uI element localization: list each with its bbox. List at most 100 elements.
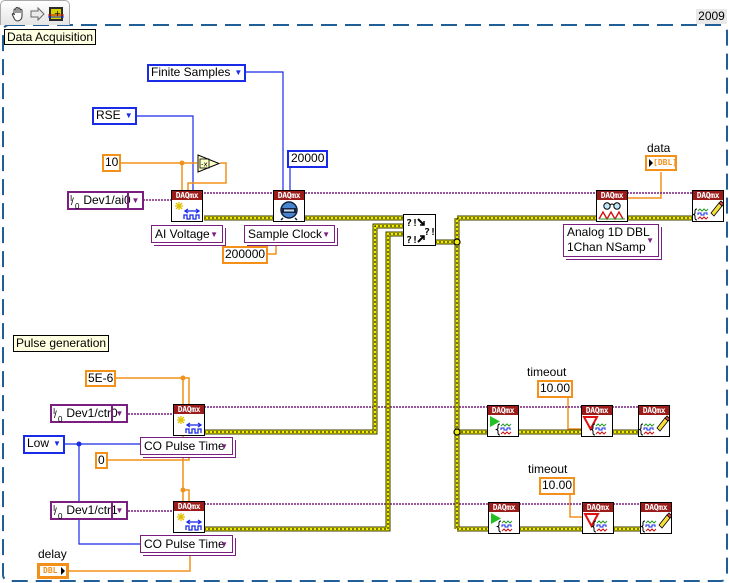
section-label-data-acquisition: Data Acquisition (4, 29, 97, 45)
dropdown-arrow-icon[interactable]: ▼ (322, 230, 330, 239)
wire-sample-mode (240, 71, 284, 190)
wire-idle-state-ctr1 (78, 444, 140, 545)
start-play-icon (489, 512, 519, 533)
daqmx-wait-until-done-ctr1[interactable]: DAQmx (582, 502, 614, 534)
wait-yield-icon (583, 512, 613, 533)
clock-icon (274, 200, 304, 221)
arrow-icon[interactable] (30, 6, 46, 22)
wire-timeout-ctr1 (569, 495, 582, 518)
timing-type-value: Sample Clock (248, 227, 323, 241)
daqmx-timing[interactable]: DAQmx (273, 190, 305, 222)
wire-junction (76, 441, 82, 447)
data-indicator-label: data (647, 141, 671, 155)
daqmx-clear-task-ctr0[interactable]: DAQmx (638, 405, 670, 437)
create-channel-icon (174, 414, 204, 435)
node-header: DAQmx (597, 191, 627, 200)
node-header: DAQmx (274, 191, 304, 200)
read-mode-ring[interactable]: Analog 1D DBL 1Chan NSamp ▼ (563, 224, 659, 257)
highlight-execution-icon[interactable]: + (48, 6, 64, 22)
timing-type-ring[interactable]: Sample Clock▼ (244, 225, 335, 243)
toolbar-tab: + (0, 0, 70, 25)
daqmx-create-channel-ai[interactable]: DAQmx (171, 190, 203, 222)
node-header: DAQmx (488, 406, 518, 415)
idle-state-enum[interactable]: Low▼ (23, 435, 65, 454)
dropdown-arrow-icon[interactable]: ▼ (646, 236, 654, 245)
dropdown-arrow-icon[interactable]: ▼ (53, 439, 61, 448)
dropdown-arrow-icon[interactable]: ▼ (234, 68, 243, 77)
clear-eraser-icon (639, 415, 669, 436)
daqmx-clear-task-ctr1[interactable]: DAQmx (640, 502, 672, 534)
svg-text:?!: ?! (424, 227, 436, 238)
dropdown-arrow-icon[interactable]: ▼ (124, 111, 133, 120)
dropdown-arrow-icon[interactable]: ▼ (111, 503, 126, 518)
terminal-config-value: RSE (96, 108, 121, 122)
wire-rate (265, 243, 277, 255)
io-icon: I/0 (53, 504, 63, 521)
dropdown-arrow-icon[interactable]: ▼ (127, 193, 142, 208)
dropdown-arrow-icon[interactable]: ▼ (210, 230, 218, 239)
wire-junction (453, 238, 461, 246)
wire-junction (453, 428, 461, 436)
svg-text:+: + (54, 9, 61, 18)
control-arrow-icon (61, 567, 65, 575)
physical-channel-ctr1[interactable]: I/0 Dev1/ctr1 ▼ (50, 501, 128, 521)
physical-channel-value: Dev1/ai0 (83, 193, 131, 207)
read-mode-line-2: 1Chan NSamp (567, 240, 646, 254)
wire-timeout-ctr0 (567, 398, 581, 430)
channel-type-value: CO Pulse Time (144, 537, 225, 551)
merge-errors-function[interactable]: ?! ?! ?! (403, 214, 436, 246)
timeout-constant-ctr1[interactable]: 10.00 (539, 477, 576, 495)
wire-high-time (114, 377, 190, 404)
dropdown-arrow-icon[interactable]: ▼ (220, 540, 228, 549)
delay-control-label: delay (38, 547, 67, 561)
data-indicator[interactable]: [DBL] (645, 155, 677, 171)
negate-function[interactable]: -x (197, 154, 221, 173)
hand-icon[interactable] (10, 6, 26, 22)
start-play-icon (488, 415, 518, 436)
channel-type-value: AI Voltage (155, 227, 210, 241)
channel-type-ring-ai[interactable]: AI Voltage▼ (151, 225, 223, 243)
high-time-constant[interactable]: 5E-6 (85, 370, 117, 387)
node-header: DAQmx (639, 406, 669, 415)
channel-type-value: CO Pulse Time (144, 439, 225, 453)
section-label-pulse-generation: Pulse generation (13, 335, 110, 352)
delay-control[interactable]: DBL (37, 563, 69, 579)
daqmx-create-channel-ctr0[interactable]: DAQmx (173, 404, 205, 436)
physical-channel-ai[interactable]: I/0 Dev1/ai0 ▼ (67, 191, 144, 211)
daqmx-start-task-ctr1[interactable]: DAQmx (488, 502, 520, 534)
daqmx-start-task-ctr0[interactable]: DAQmx (487, 405, 519, 437)
max-value-constant[interactable]: 10 (102, 154, 122, 172)
daqmx-read[interactable]: DAQmx (596, 190, 628, 222)
samples-per-channel-constant[interactable]: 20000 (287, 150, 329, 168)
svg-text:-x: -x (201, 161, 208, 169)
rate-constant[interactable]: 200000 (222, 246, 269, 264)
daqmx-clear-task-ai[interactable]: DAQmx (692, 190, 724, 222)
node-header: DAQmx (174, 405, 204, 414)
terminal-config-enum[interactable]: RSE▼ (92, 107, 137, 125)
io-icon: I/0 (70, 194, 80, 211)
indicator-arrow-icon (649, 159, 653, 167)
node-header: DAQmx (693, 191, 723, 200)
daqmx-wait-until-done-ctr0[interactable]: DAQmx (581, 405, 613, 437)
delay-type-label: DBL (43, 566, 58, 575)
data-type-label: [DBL] (653, 158, 678, 167)
node-header: DAQmx (583, 503, 613, 512)
node-header: DAQmx (641, 503, 671, 512)
timeout-constant-ctr0[interactable]: 10.00 (537, 380, 574, 398)
dropdown-arrow-icon[interactable]: ▼ (220, 442, 228, 451)
channel-type-ring-ctr0[interactable]: CO Pulse Time▼ (140, 437, 233, 455)
initial-delay-constant[interactable]: 0 (95, 452, 108, 469)
create-channel-icon (172, 200, 202, 221)
physical-channel-ctr0[interactable]: I/0 Dev1/ctr0 ▼ (50, 404, 128, 424)
dropdown-arrow-icon[interactable]: ▼ (111, 406, 126, 421)
node-header: DAQmx (489, 503, 519, 512)
create-channel-icon (174, 511, 204, 532)
node-header: DAQmx (172, 191, 202, 200)
timeout-label-ctr1: timeout (528, 462, 568, 476)
channel-type-ring-ctr1[interactable]: CO Pulse Time▼ (140, 535, 233, 553)
sample-mode-enum[interactable]: Finite Samples▼ (147, 64, 247, 82)
daqmx-create-channel-ctr1[interactable]: DAQmx (173, 501, 205, 533)
